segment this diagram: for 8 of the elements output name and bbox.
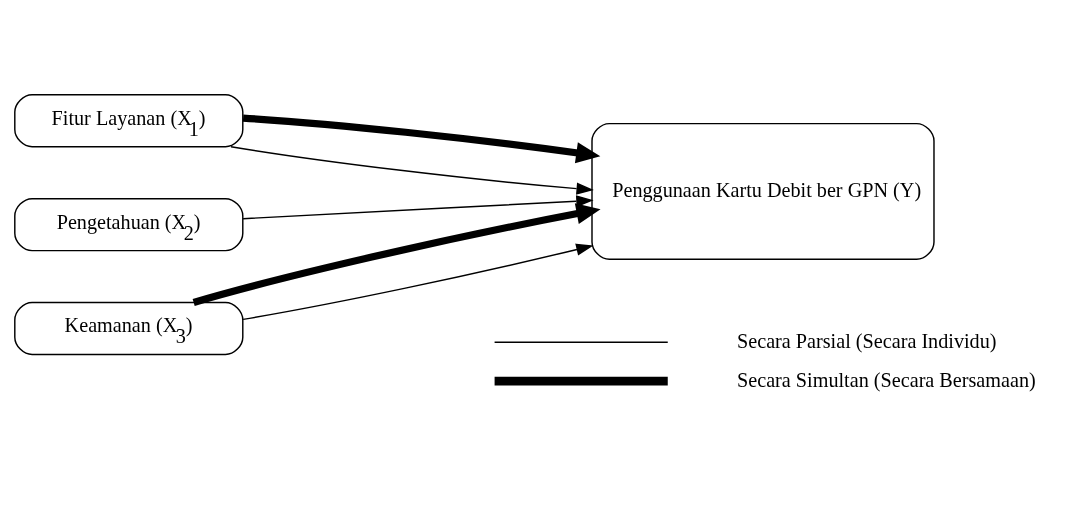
arrow (242, 243, 594, 320)
arrow (192, 202, 601, 306)
legend-label: Secara Parsial (Secara Individu) (737, 329, 997, 352)
arrow (242, 194, 594, 219)
arrow (230, 145, 594, 195)
legend-label: Secara Simultan (Secara Bersamaan) (737, 368, 1036, 391)
node-box: Penggunaan Kartu Debit ber GPN (Y) (591, 122, 935, 260)
arrow (242, 113, 601, 163)
